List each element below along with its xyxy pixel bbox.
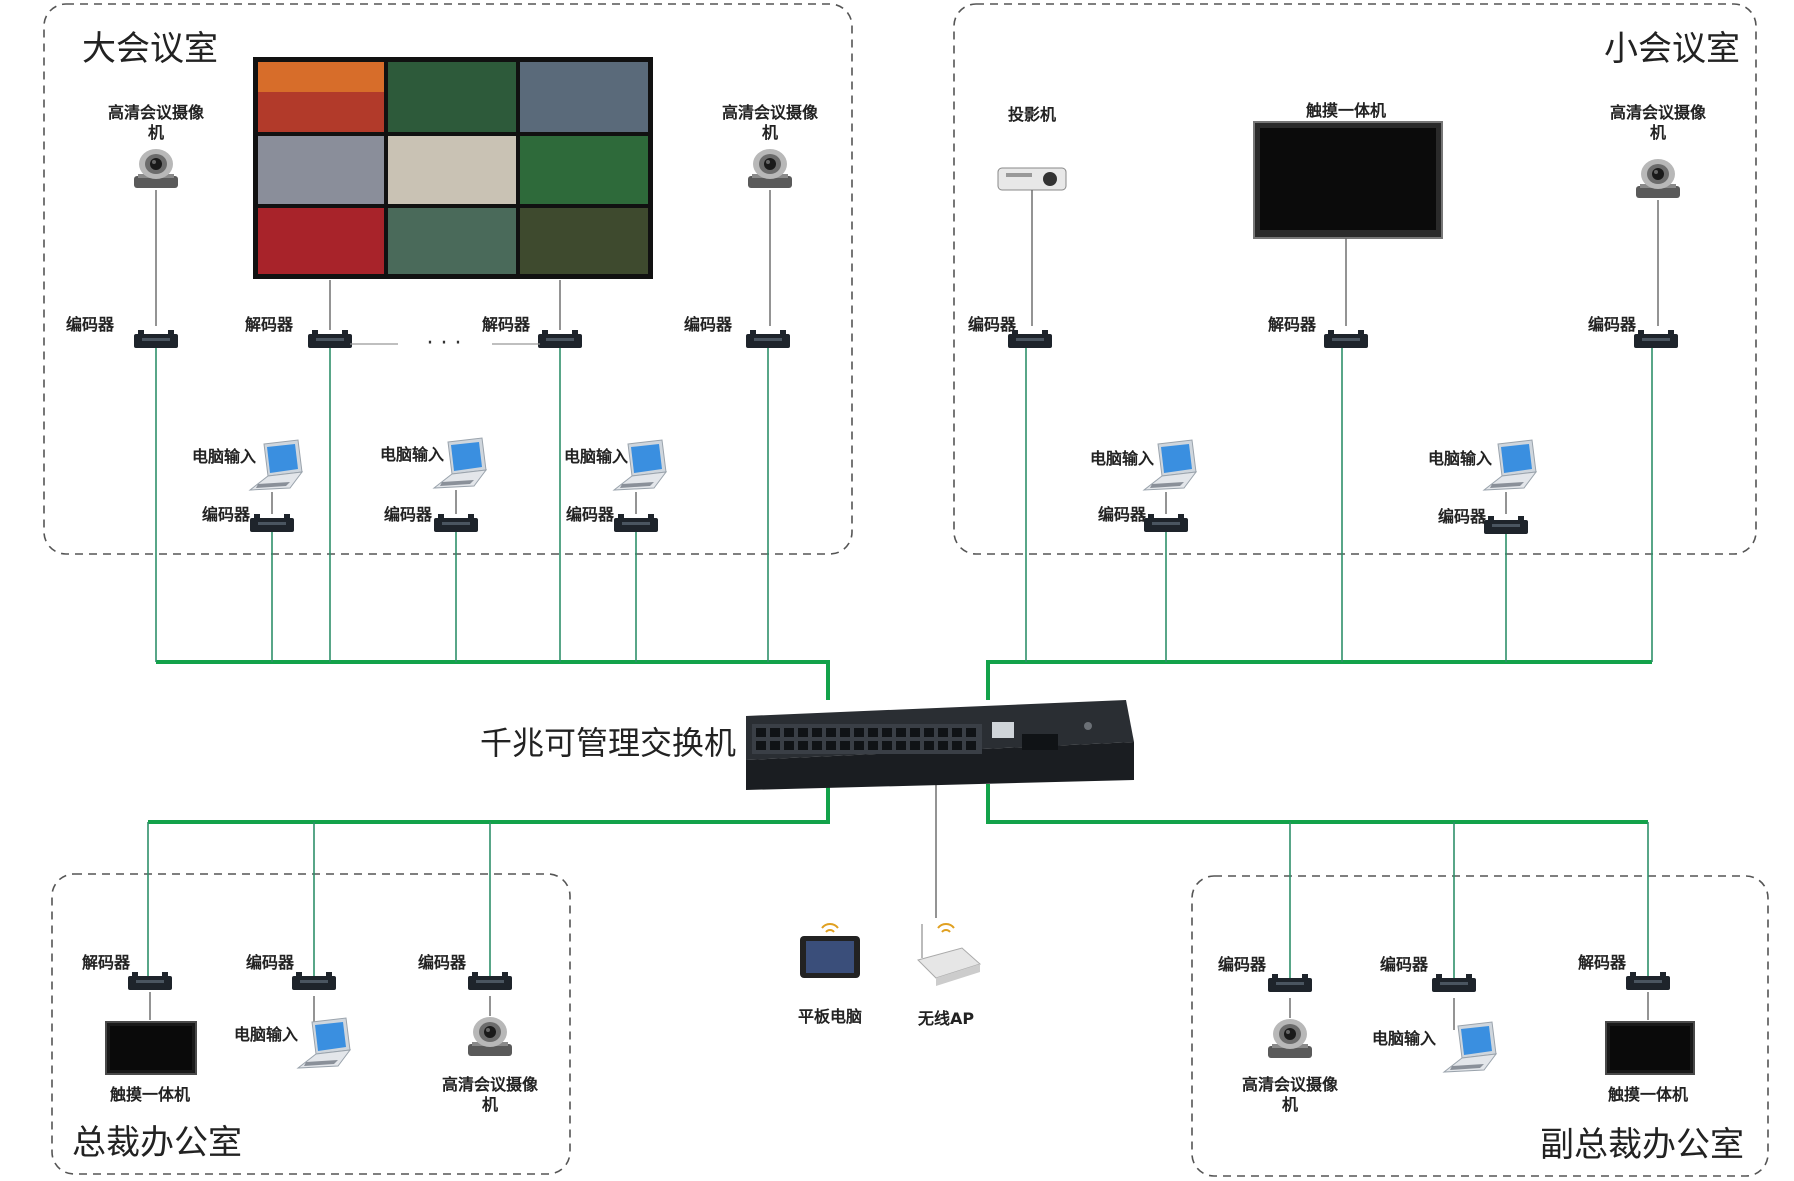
hd-camera-label-2: 机	[1282, 1095, 1298, 1114]
touch-panel-label: 触摸一体机	[1607, 1085, 1688, 1104]
camera-icon	[1268, 1019, 1312, 1058]
pc-input-label: 电脑输入	[1090, 449, 1154, 468]
vp-office-title: 副总裁办公室	[1540, 1125, 1744, 1165]
encoder-label: 编码器	[566, 505, 615, 524]
decoder-label: 解码器	[1578, 953, 1627, 972]
touch-panel-icon	[1605, 1021, 1695, 1075]
tablet-label: 平板电脑	[798, 1007, 862, 1026]
encoder-label: 编码器	[968, 315, 1017, 334]
encoder-icon	[1008, 330, 1052, 348]
decoder-label: 解码器	[482, 315, 531, 334]
decoder-icon	[1324, 330, 1368, 348]
encoder-icon	[1484, 516, 1528, 534]
projector-icon	[997, 167, 1067, 191]
encoder-label: 编码器	[418, 953, 467, 972]
pc-input-label: 电脑输入	[1372, 1029, 1436, 1048]
camera-icon	[1636, 159, 1680, 198]
touch-panel-label: 触摸一体机	[109, 1085, 190, 1104]
hd-camera-label-2: 机	[762, 123, 778, 142]
decoder-label: 解码器	[82, 953, 131, 972]
vp-office-zone	[1191, 875, 1769, 1177]
ellipsis: · · ·	[427, 331, 462, 356]
hd-camera-label: 高清会议摄像	[722, 103, 819, 122]
hd-camera-label: 高清会议摄像	[1242, 1075, 1339, 1094]
bus-top-right	[986, 660, 1652, 700]
wireless-ap-label: 无线AP	[917, 1009, 974, 1028]
switch-title: 千兆可管理交换机	[480, 724, 736, 762]
hd-camera-label: 高清会议摄像	[108, 103, 205, 122]
decoder-icon	[308, 330, 352, 348]
laptop-icon	[1443, 1021, 1497, 1073]
tablet-icon	[800, 923, 860, 978]
pc-input-label: 电脑输入	[234, 1025, 298, 1044]
hd-camera-label-2: 机	[1650, 123, 1666, 142]
laptop-icon	[297, 1017, 351, 1069]
decoder-label: 解码器	[1268, 315, 1317, 334]
encoder-label: 编码器	[1588, 315, 1637, 334]
pc-input-label: 电脑输入	[1428, 449, 1492, 468]
video-wall-icon	[253, 57, 653, 279]
encoder-label: 编码器	[1098, 505, 1147, 524]
pc-input-label: 电脑输入	[564, 447, 628, 466]
camera-icon	[134, 149, 178, 188]
bus-top-left	[156, 660, 830, 700]
small-room-title: 小会议室	[1604, 29, 1740, 69]
bus-bottom-right	[986, 784, 1648, 824]
camera-icon	[748, 149, 792, 188]
pc-input-label: 电脑输入	[192, 447, 256, 466]
encoder-label: 编码器	[246, 953, 295, 972]
encoder-label: 编码器	[202, 505, 251, 524]
large-room-zone	[43, 3, 853, 555]
encoder-label: 编码器	[384, 505, 433, 524]
small-room-zone	[953, 3, 1757, 555]
hd-camera-label-2: 机	[148, 123, 164, 142]
decoder-icon	[538, 330, 582, 348]
encoder-icon	[250, 514, 294, 532]
decoder-label: 解码器	[245, 315, 294, 334]
wireless-ap-icon	[917, 923, 981, 986]
president-office-title: 总裁办公室	[72, 1123, 242, 1163]
encoder-icon	[1634, 330, 1678, 348]
touch-panel-icon	[105, 1021, 197, 1075]
pc-input-label: 电脑输入	[380, 445, 444, 464]
projector-label: 投影机	[1008, 105, 1056, 124]
hd-camera-label: 高清会议摄像	[1610, 103, 1707, 122]
touch-panel-label: 触摸一体机	[1305, 101, 1386, 120]
encoder-icon	[1144, 514, 1188, 532]
touch-panel-icon	[1253, 121, 1443, 239]
decoder-icon	[128, 972, 172, 990]
encoder-label: 编码器	[1218, 955, 1267, 974]
encoder-label: 编码器	[1438, 507, 1487, 526]
camera-icon	[468, 1017, 512, 1056]
encoder-label: 编码器	[684, 315, 733, 334]
switch-icon	[746, 700, 1134, 790]
large-room-title: 大会议室	[82, 29, 218, 69]
president-office-zone	[51, 873, 571, 1175]
laptop-icon	[249, 439, 303, 491]
encoder-icon	[746, 330, 790, 348]
encoder-icon	[614, 514, 658, 532]
bus-bottom-left	[148, 784, 830, 824]
encoder-label: 编码器	[1380, 955, 1429, 974]
hd-camera-label-2: 机	[482, 1095, 498, 1114]
encoder-label: 编码器	[66, 315, 115, 334]
encoder-icon	[434, 514, 478, 532]
hd-camera-label: 高清会议摄像	[442, 1075, 539, 1094]
encoder-icon	[134, 330, 178, 348]
